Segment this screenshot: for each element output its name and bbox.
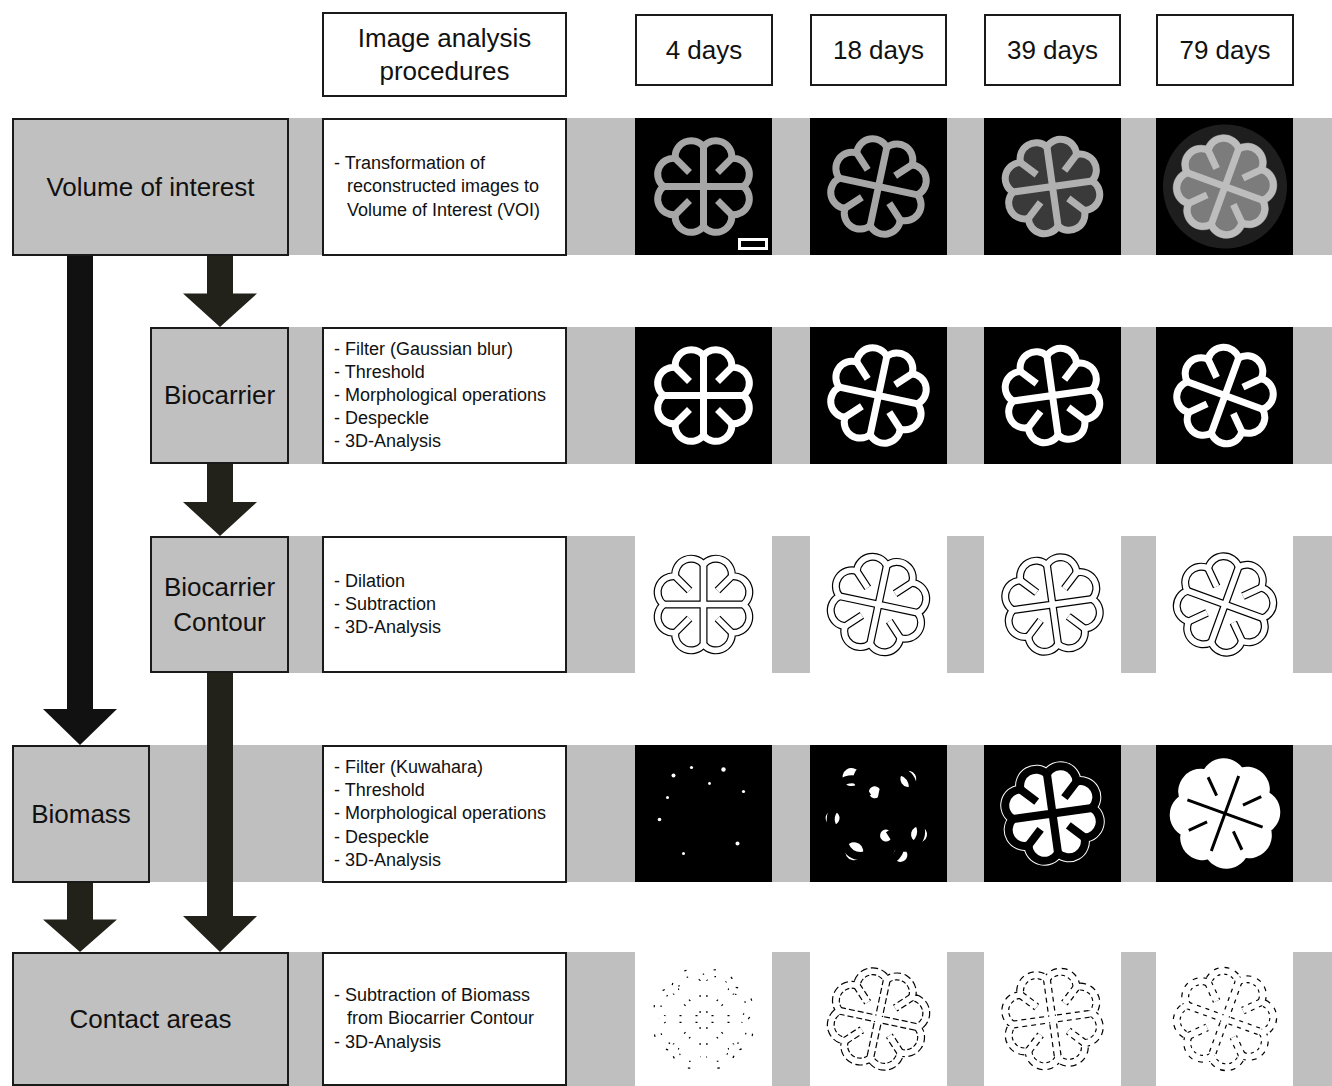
column-header: 79 days — [1156, 14, 1294, 86]
biomass-mask — [635, 745, 1293, 882]
procedure-step: - 3D-Analysis — [334, 616, 559, 639]
flow-arrow — [43, 256, 117, 745]
biocarrier-mask — [635, 327, 1293, 464]
procedure-step: - Threshold — [334, 779, 559, 802]
procedure-step: - Dilation — [334, 570, 559, 593]
column-header: 39 days — [984, 14, 1121, 86]
flow-arrow — [183, 673, 257, 952]
process-box: Biocarrier — [150, 327, 289, 464]
procedure-step: - 3D-Analysis — [334, 430, 559, 453]
procedure-list: - Filter (Kuwahara)- Threshold- Morpholo… — [322, 745, 567, 883]
procedure-step: - Threshold — [334, 361, 559, 384]
procedure-step: - Transformation of reconstructed images… — [334, 152, 559, 221]
box-label: Image analysis procedures — [330, 22, 559, 87]
box-label: Biomass — [31, 797, 131, 831]
procedure-step: - Despeckle — [334, 407, 559, 430]
column-header: Image analysis procedures — [322, 12, 567, 97]
flow-arrow — [183, 256, 257, 327]
procedure-step: - Morphological operations — [334, 384, 559, 407]
contact-image — [635, 952, 1293, 1086]
procedure-step: - 3D-Analysis — [334, 849, 559, 872]
procedure-list: - Subtraction of Biomass from Biocarrier… — [322, 952, 567, 1086]
procedure-step: - Subtraction — [334, 593, 559, 616]
box-label: 4 days — [666, 34, 743, 67]
box-label: 18 days — [833, 34, 924, 67]
procedure-step: - Despeckle — [334, 826, 559, 849]
scale-bar — [738, 238, 768, 250]
process-box: Biocarrier Contour — [150, 536, 289, 673]
box-label: Biocarrier — [164, 378, 275, 412]
row-band — [149, 118, 1332, 1086]
procedure-list: - Dilation- Subtraction- 3D-Analysis — [322, 536, 567, 673]
box-label: Contact areas — [70, 1002, 232, 1036]
column-header: 18 days — [810, 14, 947, 86]
procedure-step: - Filter (Gaussian blur) — [334, 338, 559, 361]
box-label: 39 days — [1007, 34, 1098, 67]
ct-image — [635, 107, 1304, 266]
flow-arrow — [43, 883, 117, 952]
procedure-step: - Filter (Kuwahara) — [334, 756, 559, 779]
box-label: 79 days — [1179, 34, 1270, 67]
process-box: Biomass — [12, 745, 150, 883]
procedure-list: - Transformation of reconstructed images… — [322, 118, 567, 256]
box-label: Biocarrier Contour — [158, 570, 281, 639]
flow-arrow — [183, 464, 257, 536]
process-box: Contact areas — [12, 952, 289, 1086]
procedure-step: - Morphological operations — [334, 802, 559, 825]
procedure-step: - Subtraction of Biomass from Biocarrier… — [334, 984, 559, 1030]
procedure-list: - Filter (Gaussian blur)- Threshold- Mor… — [322, 327, 567, 464]
box-label: Volume of interest — [46, 170, 254, 204]
contour-image — [635, 536, 1293, 673]
procedure-step: - 3D-Analysis — [334, 1031, 559, 1054]
process-box: Volume of interest — [12, 118, 289, 256]
column-header: 4 days — [635, 14, 773, 86]
